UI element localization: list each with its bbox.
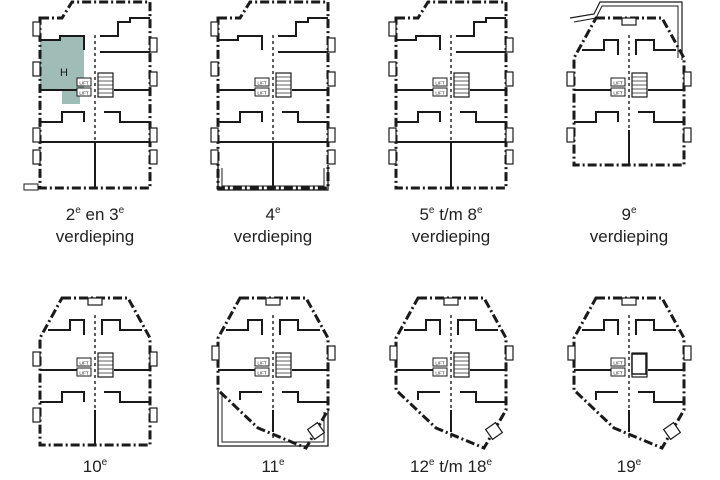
floor-ordinal-suffix: e (118, 205, 125, 216)
floor-label-10: 10e (20, 456, 170, 478)
plan-floor-2-3: H (23, 2, 157, 191)
floor-number-text: t/m 8 (434, 205, 477, 224)
floor-label-19: 19e (554, 456, 704, 478)
floor-ordinal-suffix: e (101, 457, 108, 468)
floor-label-2-3: 2e en 3e verdieping (55, 205, 135, 246)
floor-number-text: 5 (419, 205, 429, 224)
floor-label-11: 11e (198, 456, 348, 478)
plan-floor-9 (567, 1, 691, 165)
plan-floor-12-18 (390, 298, 513, 448)
floor-label-12-18: 12e t/m 18e (376, 456, 526, 478)
floor-number-text: 11 (261, 457, 280, 476)
plan-floor-5-8 (389, 2, 513, 188)
floor-number-text: t/m 18 (434, 457, 487, 476)
plan-floor-19 (568, 298, 691, 448)
floor-number-text: en 3 (80, 205, 119, 224)
highlight-unit-label: H (60, 67, 68, 79)
floor-number-text: 12 (409, 457, 429, 476)
floor-ordinal-suffix: e (279, 457, 285, 468)
floor-ordinal-suffix: e (428, 457, 435, 468)
floor-number-text: 19 (616, 457, 636, 476)
plan-floor-4 (211, 2, 335, 191)
floor-ordinal-suffix: e (476, 205, 483, 216)
floor-number-text: 9 (621, 205, 631, 224)
floor-number-text: 4 (265, 205, 275, 224)
floor-label-5-8: 5e t/m 8e verdieping (411, 205, 491, 246)
floor-ordinal-suffix: e (486, 457, 492, 468)
floor-ordinal-suffix: e (630, 205, 637, 216)
floor-ordinal-suffix: e (428, 205, 435, 216)
plan-floor-11 (212, 298, 335, 448)
floor-number-text: 2 (65, 205, 76, 224)
floor-ordinal-suffix: e (635, 457, 642, 468)
floor-label-9: 9e verdieping (589, 205, 669, 246)
floor-label-4: 4e verdieping (233, 205, 313, 246)
floor-number-text: 10 (82, 457, 102, 476)
floor-ordinal-suffix: e (274, 205, 281, 216)
plan-floor-10 (33, 298, 157, 445)
floor-ordinal-suffix: e (75, 205, 81, 216)
